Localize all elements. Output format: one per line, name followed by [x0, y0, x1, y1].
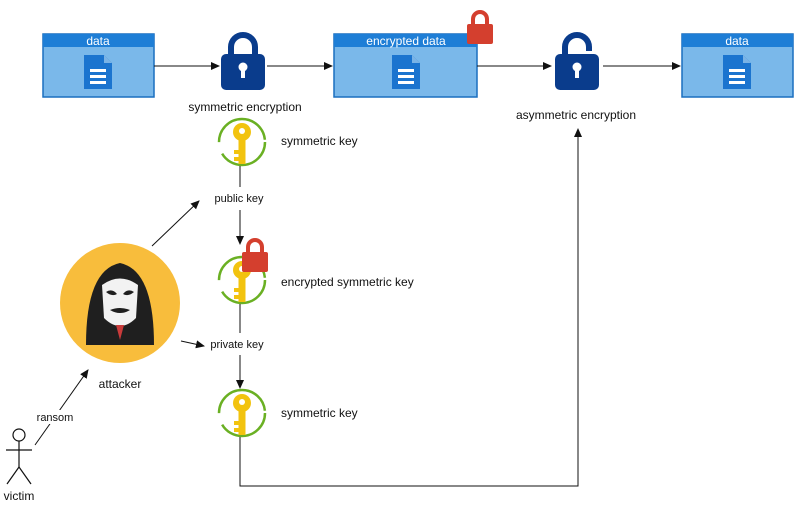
victim-stick-figure	[6, 428, 32, 485]
lock-open-icon	[555, 35, 599, 90]
arrow-attacker-to-private-key	[180, 340, 205, 349]
data-box-right-title: data	[725, 34, 749, 48]
encrypted-symmetric-key-label: encrypted symmetric key	[281, 275, 414, 289]
private-key-label: private key	[210, 339, 264, 351]
document-icon	[84, 55, 112, 89]
arrow-victim-to-attacker	[34, 369, 89, 446]
data-box-right: data	[681, 33, 794, 98]
symmetric-encryption-label: symmetric encryption	[188, 100, 301, 114]
encrypted-data-box: encrypted data	[333, 33, 478, 98]
red-lock-icon	[465, 10, 495, 46]
return-path-arrow	[239, 128, 582, 487]
key-icon	[217, 388, 267, 438]
victim-label: victim	[4, 489, 35, 503]
document-icon	[723, 55, 751, 89]
red-lock-icon	[240, 238, 270, 274]
asymmetric-encryption-label: asymmetric encryption	[516, 108, 636, 122]
attacker-label: attacker	[99, 377, 142, 391]
attacker-avatar	[60, 243, 180, 363]
key-icon	[217, 117, 267, 167]
arrow-attacker-to-public-key	[151, 200, 200, 247]
data-box-left: data	[42, 33, 155, 98]
public-key-label: public key	[215, 193, 264, 205]
document-icon	[392, 55, 420, 89]
encrypted-data-box-title: encrypted data	[366, 34, 446, 48]
lock-closed-icon	[221, 35, 265, 90]
symmetric-key-top-label: symmetric key	[281, 134, 358, 148]
ransom-label: ransom	[37, 412, 74, 424]
symmetric-key-bottom-label: symmetric key	[281, 406, 358, 420]
data-box-left-title: data	[86, 34, 110, 48]
